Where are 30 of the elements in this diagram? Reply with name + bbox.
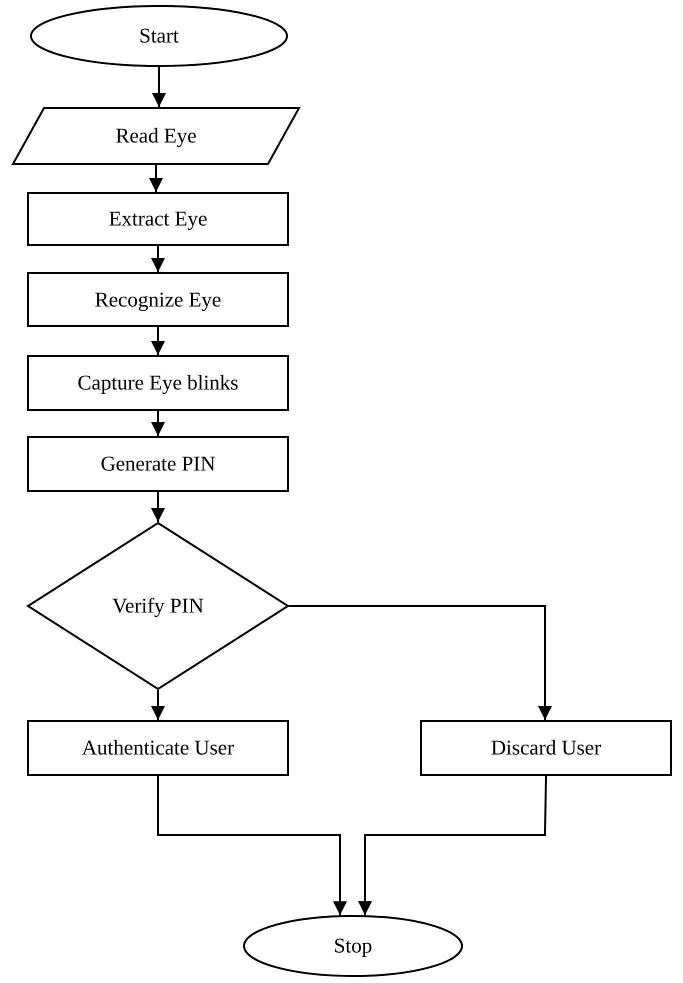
arrow [152,67,166,107]
arrow [151,492,165,522]
node-label: Authenticate User [80,736,236,760]
start-terminal [30,5,288,67]
node-label: Capture Eye blinks [76,370,240,396]
input-parallelogram [12,107,300,165]
arrow [151,327,165,355]
process-box [420,720,672,776]
arrow [151,411,165,436]
node-label: Read Eye [114,124,198,148]
arrow [149,165,163,192]
process-box [27,192,289,246]
node-label: Start [138,24,180,48]
process-box [27,436,289,492]
node-label: Generate PIN [100,452,216,476]
decision-diamond [27,522,289,690]
node-label: Recognize Eye [94,287,222,312]
process-box [27,720,289,776]
process-box [27,272,289,327]
arrow [157,776,347,916]
node-label: Extract Eye [108,206,208,232]
node-label: Verify PIN [111,594,205,618]
stop-terminal [243,915,463,977]
arrow [289,605,552,720]
node-label: Stop [332,934,374,958]
arrow [151,690,165,720]
node-label: Discard User [490,736,602,760]
arrow [358,776,547,916]
arrow [151,246,165,272]
process-box [27,355,289,411]
